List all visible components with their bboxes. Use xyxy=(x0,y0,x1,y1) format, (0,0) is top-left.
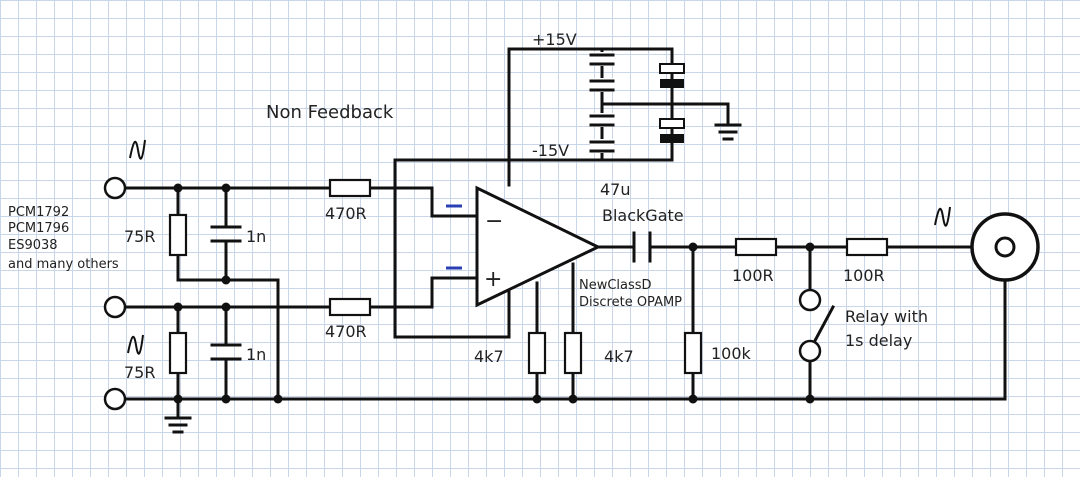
wires xyxy=(123,47,1007,420)
resistor-75r-top xyxy=(168,213,188,257)
relay-switch xyxy=(798,288,822,363)
resistor-470r-top xyxy=(328,178,372,198)
labels: Non Feedback PCM1792 PCM1796 ES9038 and … xyxy=(8,30,928,382)
input-terminals xyxy=(103,176,127,411)
signal-waveform-icon xyxy=(934,206,951,227)
signal-waveform-icon xyxy=(129,139,146,160)
resistor-4k7-left xyxy=(527,331,547,375)
input-terminal-ground xyxy=(103,387,127,411)
dac-chip-label: PCM1792 xyxy=(8,205,69,220)
label-100k: 100k xyxy=(711,344,752,363)
label-100r-1: 100R xyxy=(732,266,774,285)
signal-waveform-icon xyxy=(127,334,144,355)
decoupling-caps-film xyxy=(589,52,615,153)
label-4k7-right: 4k7 xyxy=(604,347,634,366)
resistor-100k xyxy=(683,331,703,375)
label-1n-bottom: 1n xyxy=(246,345,266,364)
label-75r-top: 75R xyxy=(124,227,155,246)
label-75r-bottom: 75R xyxy=(124,363,155,382)
supply-positive-label: +15V xyxy=(532,30,577,49)
relay-label-line2: 1s delay xyxy=(845,331,912,350)
capacitor-1n-top xyxy=(210,225,242,243)
capacitor-47u-coupling xyxy=(632,231,652,263)
label-4k7-left: 4k7 xyxy=(474,347,504,366)
dac-chip-label: PCM1796 xyxy=(8,221,69,236)
opamp-plus-sign: + xyxy=(484,267,502,292)
dac-chip-label: and many others xyxy=(8,257,119,272)
opamp-label-line2: Discrete OPAMP xyxy=(579,295,682,310)
opamp-label-line1: NewClassD xyxy=(579,278,652,293)
diagram-title: Non Feedback xyxy=(266,102,394,123)
input-terminal-middle xyxy=(103,295,127,319)
supply-negative-label: -15V xyxy=(532,141,569,160)
label-470r-top: 470R xyxy=(325,204,367,223)
resistor-75r-bottom xyxy=(168,331,188,375)
input-terminal-top xyxy=(103,176,127,200)
decoupling-caps-electrolytic xyxy=(659,63,685,143)
resistor-470r-bottom xyxy=(328,297,372,317)
opamp-triangle: − + xyxy=(446,185,602,308)
label-100r-2: 100R xyxy=(843,266,885,285)
capacitor-1n-bottom xyxy=(210,343,242,361)
ground-symbol-icon xyxy=(714,123,742,141)
relay-contact-bottom xyxy=(798,339,822,363)
resistor-100r-1 xyxy=(734,237,778,257)
resistors xyxy=(168,178,889,375)
resistor-100r-2 xyxy=(845,237,889,257)
rca-output-jack xyxy=(970,212,1040,282)
opamp-minus-sign: − xyxy=(485,209,503,234)
label-blackgate: BlackGate xyxy=(602,206,684,225)
junction-dots xyxy=(173,183,815,404)
dac-chip-label: ES9038 xyxy=(8,238,58,253)
label-47u: 47u xyxy=(600,180,631,199)
resistor-4k7-right xyxy=(563,331,583,375)
ground-symbol-icon xyxy=(164,416,192,434)
relay-label-line1: Relay with xyxy=(845,307,928,326)
label-1n-top: 1n xyxy=(246,227,266,246)
label-470r-bottom: 470R xyxy=(325,322,367,341)
relay-contact-top xyxy=(798,288,822,312)
capacitors xyxy=(210,52,685,361)
